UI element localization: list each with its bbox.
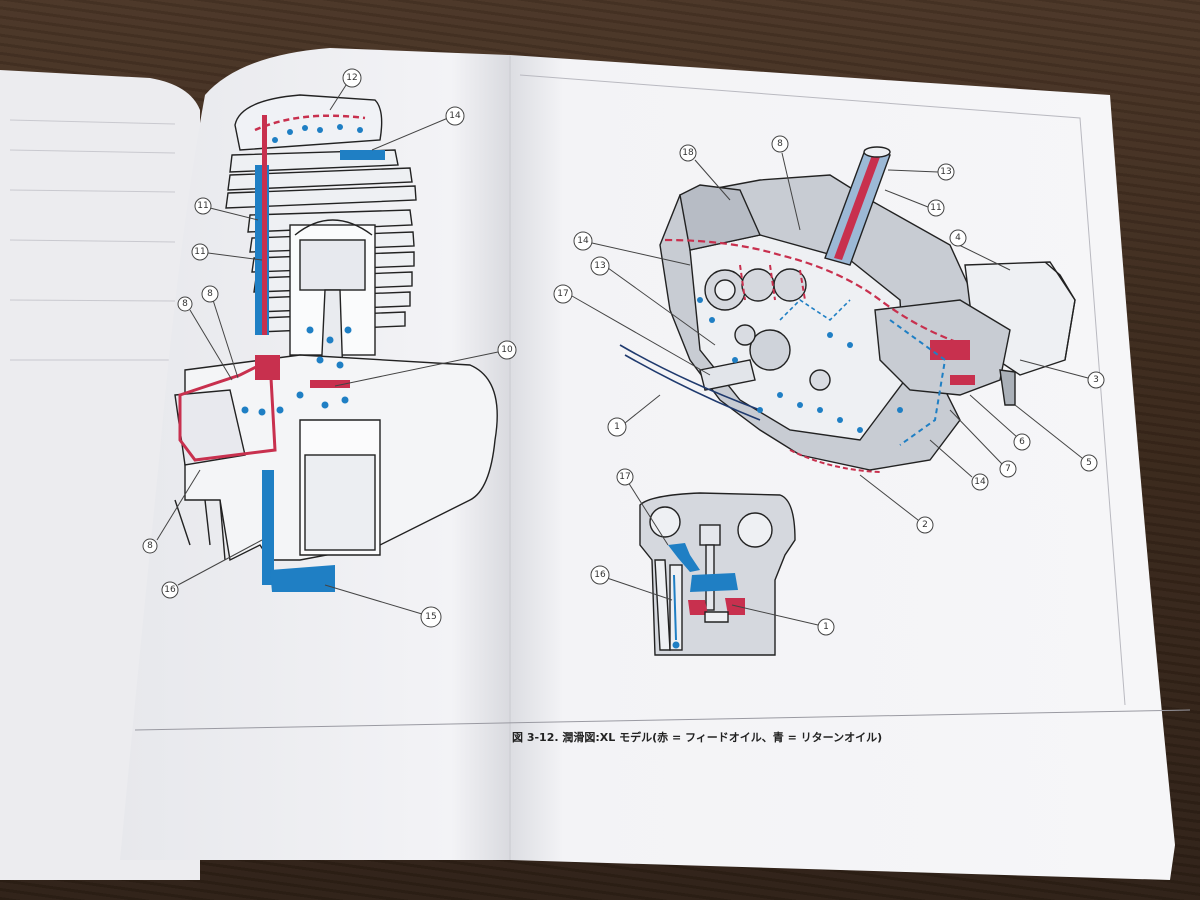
callout-left-8c: 8 [147, 541, 153, 551]
callout-right-4: 4 [955, 233, 961, 243]
callout-left-12: 12 [346, 73, 357, 83]
figure-caption: 図 3-12. 潤滑図:XL モデル(赤 = フィードオイル、青 = リターンオ… [512, 730, 882, 744]
callout-left-16: 16 [164, 585, 176, 595]
engine-cross-section-diagram [174, 94, 498, 592]
callout-right-14b: 14 [974, 477, 986, 487]
callout-right-6: 6 [1019, 437, 1025, 447]
callout-left-8b: 8 [182, 299, 188, 309]
callout-left-14: 14 [449, 111, 461, 121]
callout-left-15: 15 [425, 612, 436, 622]
callout-left-8a: 8 [207, 289, 213, 299]
callout-left-11a: 11 [197, 201, 208, 211]
callout-left-11b: 11 [194, 247, 205, 257]
callout-right-14a: 14 [577, 236, 589, 246]
callout-left-10: 10 [501, 345, 513, 355]
callout-right-1: 1 [614, 422, 620, 432]
left-callouts: 12 14 11 11 8 8 10 8 16 15 [142, 68, 517, 628]
callout-right-13a: 13 [940, 167, 951, 177]
callout-right-18: 18 [682, 148, 694, 158]
callout-right-2: 2 [922, 520, 928, 530]
callout-right-5: 5 [1086, 458, 1092, 468]
callout-right-11: 11 [930, 203, 941, 213]
callout-right-3: 3 [1093, 375, 1099, 385]
right-callouts: 18 8 13 11 4 14 13 17 1 3 5 6 7 14 2 [553, 135, 1105, 534]
callout-right-7: 7 [1005, 464, 1011, 474]
callout-inset-1: 1 [823, 622, 829, 632]
callout-inset-17: 17 [619, 472, 630, 482]
inset-callouts: 17 16 1 [590, 468, 835, 636]
crankcase-cutaway-diagram [619, 146, 1076, 473]
callout-right-13b: 13 [594, 261, 605, 271]
callout-right-8: 8 [777, 139, 783, 149]
callout-right-17: 17 [557, 289, 568, 299]
pump-inset-diagram [639, 492, 796, 656]
callout-inset-16: 16 [594, 570, 606, 580]
